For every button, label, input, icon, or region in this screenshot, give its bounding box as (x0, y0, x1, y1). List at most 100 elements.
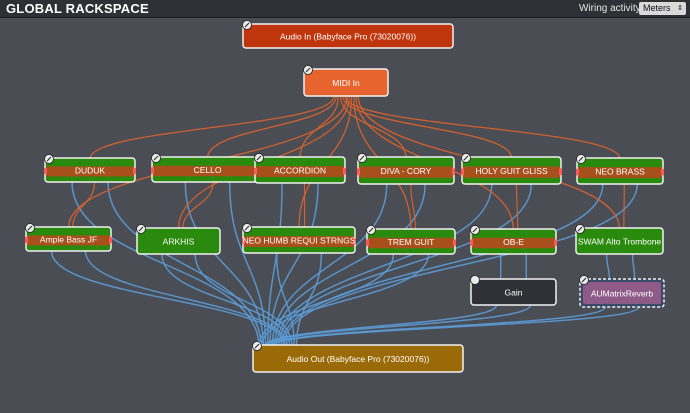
wire (275, 252, 295, 348)
wire (161, 253, 291, 348)
wire (260, 253, 430, 348)
node-label: ACCORDION (274, 166, 326, 176)
wiring-activity-label: Wiring activity (579, 3, 641, 14)
wire (267, 182, 283, 348)
badge-glyph (359, 155, 365, 161)
wire (275, 183, 493, 348)
badge-glyph (581, 277, 587, 283)
node-label: OB-E (503, 237, 524, 247)
node-label: HOLY GUIT GLISS (475, 166, 548, 176)
node-audio_in[interactable]: Audio In (Babyface Pro (73020076)) (242, 20, 454, 49)
meter-left (576, 168, 579, 176)
wire (182, 181, 214, 230)
node-holy[interactable]: HOLY GUIT GLISS (461, 153, 562, 185)
reverb-fill (583, 282, 661, 304)
meter-left (366, 239, 369, 246)
node-neobrass[interactable]: NEO BRASS (576, 154, 664, 185)
node-box (470, 278, 557, 306)
node-box (242, 23, 454, 49)
node-label: CELLO (194, 165, 222, 175)
wire (342, 95, 513, 159)
badge-glyph (153, 155, 159, 161)
meter-left (242, 237, 245, 245)
wire (262, 304, 498, 348)
node-duduk[interactable]: DUDUK (44, 154, 136, 183)
node-obe[interactable]: OB-E (470, 225, 557, 255)
node-tremguit[interactable]: TREM GUIT (366, 225, 456, 255)
meter-left (151, 167, 154, 174)
wire (269, 306, 640, 348)
node-audio_out[interactable]: Audio Out (Babyface Pro (73020076)) (252, 341, 464, 373)
node-accordion[interactable]: ACCORDION (254, 153, 346, 184)
node-box (303, 68, 389, 97)
wire (410, 183, 416, 231)
wire (282, 183, 638, 348)
node-label: DIVA - CORY (381, 166, 432, 176)
node-midi_in[interactable]: MIDI In (303, 65, 389, 97)
node-box (575, 227, 664, 255)
node-label: MIDI In (332, 78, 360, 88)
badge-glyph (472, 227, 478, 233)
midi-activity-band (46, 166, 134, 177)
node-label: DUDUK (75, 166, 106, 176)
node-label: TREM GUIT (388, 237, 435, 247)
midi-activity-band (359, 166, 453, 178)
top-bar: GLOBAL RACKSPACE Wiring activity Meters … (0, 0, 690, 18)
badge-glyph (244, 225, 250, 231)
node-label: NEO BRASS (595, 167, 645, 177)
node-aumatrix[interactable]: AUMatrixReverb (579, 275, 665, 308)
node-swam[interactable]: SWAM Alto Trombone (575, 224, 664, 255)
badge-glyph (46, 156, 52, 162)
wire (50, 250, 287, 348)
wire (344, 95, 621, 160)
wire (72, 181, 96, 229)
wire (267, 306, 606, 348)
page-title: GLOBAL RACKSPACE (6, 1, 149, 16)
meter-left (470, 239, 473, 246)
wire (280, 183, 604, 348)
wire (271, 183, 388, 348)
node-box (252, 344, 464, 373)
meter-left (254, 167, 257, 175)
midi-activity-band (244, 236, 354, 248)
badge-glyph (244, 22, 250, 28)
node-box (136, 227, 221, 255)
badge-glyph (138, 226, 144, 232)
node-label: NEO HUMB REQUI STRNGS (243, 236, 356, 246)
wiring-activity-select[interactable]: Meters ⇕ (639, 2, 686, 15)
node-label: SWAM Alto Trombone (578, 237, 662, 247)
node-cello[interactable]: CELLO (151, 153, 264, 183)
midi-activity-band (472, 237, 555, 249)
wire (107, 181, 262, 348)
plugin-badge-icon (470, 275, 480, 285)
badge-glyph (256, 155, 262, 161)
wire (299, 95, 340, 159)
node-label: Audio Out (Babyface Pro (73020076)) (287, 354, 430, 364)
wire (84, 250, 289, 348)
meter-right (343, 167, 346, 175)
node-label: Ample Bass JF (40, 235, 97, 245)
wire (228, 181, 267, 348)
wire (258, 253, 395, 348)
node-amplebass[interactable]: Ample Bass JF (25, 223, 112, 252)
badge-glyph (577, 226, 583, 232)
badge-glyph (368, 227, 374, 233)
badge-glyph (578, 156, 584, 162)
wire (273, 183, 426, 348)
meter-right (133, 168, 136, 175)
node-arkhis[interactable]: ARKHIS (136, 224, 221, 255)
badge-glyph (27, 225, 33, 231)
wire (605, 253, 611, 280)
midi-activity-band (27, 235, 110, 246)
midi-activity-band (368, 237, 454, 249)
meter-right (453, 239, 456, 246)
meter-right (554, 239, 557, 246)
node-neohumb[interactable]: NEO HUMB REQUI STRNGS (242, 223, 356, 254)
meter-right (559, 168, 562, 176)
wire (339, 95, 407, 159)
badge-glyph (305, 67, 311, 73)
node-gain[interactable]: Gain (470, 275, 557, 306)
node-diva[interactable]: DIVA - CORY (357, 153, 455, 185)
midi-activity-band (153, 165, 262, 177)
